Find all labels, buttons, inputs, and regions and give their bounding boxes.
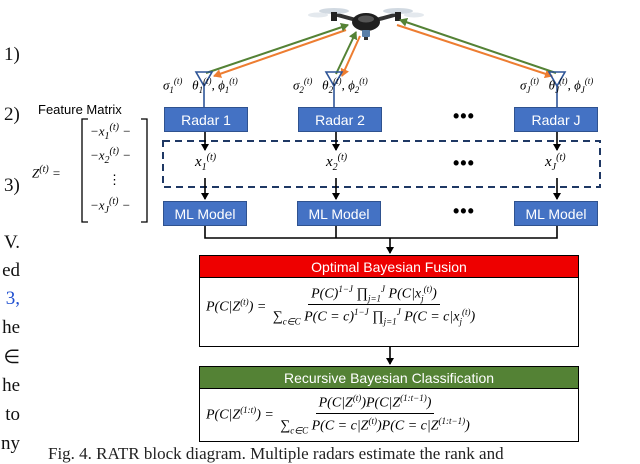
scatter-arrow <box>335 31 358 75</box>
citation-link[interactable]: 3, <box>5 288 20 309</box>
merge-connector <box>204 226 558 239</box>
fusion-panel-header: Optimal Bayesian Fusion <box>200 256 578 278</box>
figure-caption: Fig. 4. RATR block diagram. Multiple rad… <box>48 444 504 463</box>
ellipsis: ••• <box>453 106 475 126</box>
matrix-row: −x2(t) − <box>90 146 132 166</box>
feature-extraction-region <box>162 140 601 188</box>
matrix-row: ⋮ <box>108 172 121 187</box>
recursive-panel: Recursive Bayesian Classification P(C|Z(… <box>199 366 579 442</box>
recursive-formula: P(C|Z(1:t)) = P(C|Z(t))P(C|Z(1:t−1)) ∑c∈… <box>206 393 470 436</box>
fusion-formula: P(C|Z(t)) = P(C)1−J ∏j=1J P(C|xj(t)) ∑c∈… <box>206 284 476 327</box>
ellipsis: ••• <box>453 201 475 221</box>
equation-number-2: 2) <box>4 104 20 125</box>
recursive-panel-header: Recursive Bayesian Classification <box>200 367 578 389</box>
matrix-right-bracket <box>141 118 148 223</box>
radar-parameters: σJ(t) θJ(t), ϕJ(t) <box>520 76 594 95</box>
text-fragment: ny <box>1 433 20 454</box>
matrix-left-bracket <box>81 118 88 223</box>
scatter-arrow <box>205 22 349 74</box>
incident-arrow <box>340 35 361 77</box>
feature-vector: x1(t) <box>195 152 217 173</box>
feature-vector: x2(t) <box>326 152 348 173</box>
matrix-row: −xJ(t) − <box>90 196 131 216</box>
ellipsis: ••• <box>453 153 475 173</box>
text-fragment: to <box>5 404 20 425</box>
incident-arrow <box>213 29 347 78</box>
radar-parameters: σ1(t) θ1(t), ϕ1(t) <box>163 76 238 95</box>
ml-model-box: ML Model <box>297 201 381 226</box>
antenna-icon <box>194 71 214 108</box>
equation-number-3: 3) <box>4 175 20 196</box>
text-fragment: he <box>2 317 20 338</box>
text-fragment: he <box>2 375 20 396</box>
ml-model-box: ML Model <box>514 201 598 226</box>
matrix-row: −x1(t) − <box>90 122 132 142</box>
text-fragment: V. <box>3 232 20 253</box>
radar-box: Radar 2 <box>298 107 382 132</box>
ml-model-box: ML Model <box>163 201 247 226</box>
incident-arrow <box>396 24 553 79</box>
feature-matrix-lhs: Z(t) = <box>32 164 61 181</box>
radar-box: Radar J <box>514 107 598 132</box>
scatter-arrow <box>399 17 557 74</box>
radar-box: Radar 1 <box>164 107 248 132</box>
fusion-panel: Optimal Bayesian Fusion P(C|Z(t)) = P(C)… <box>199 255 579 347</box>
text-fragment: ∈ <box>3 347 20 368</box>
radar-parameters: σ2(t) θ2(t), ϕ2(t) <box>293 76 368 95</box>
feature-matrix-title: Feature Matrix <box>38 102 122 117</box>
equation-number-1: 1) <box>4 44 20 65</box>
antenna-icon <box>547 71 567 108</box>
text-fragment: ed <box>2 260 20 281</box>
quadcopter-drone-icon <box>308 8 424 40</box>
feature-vector: xJ(t) <box>545 152 566 173</box>
antenna-icon <box>324 71 344 108</box>
